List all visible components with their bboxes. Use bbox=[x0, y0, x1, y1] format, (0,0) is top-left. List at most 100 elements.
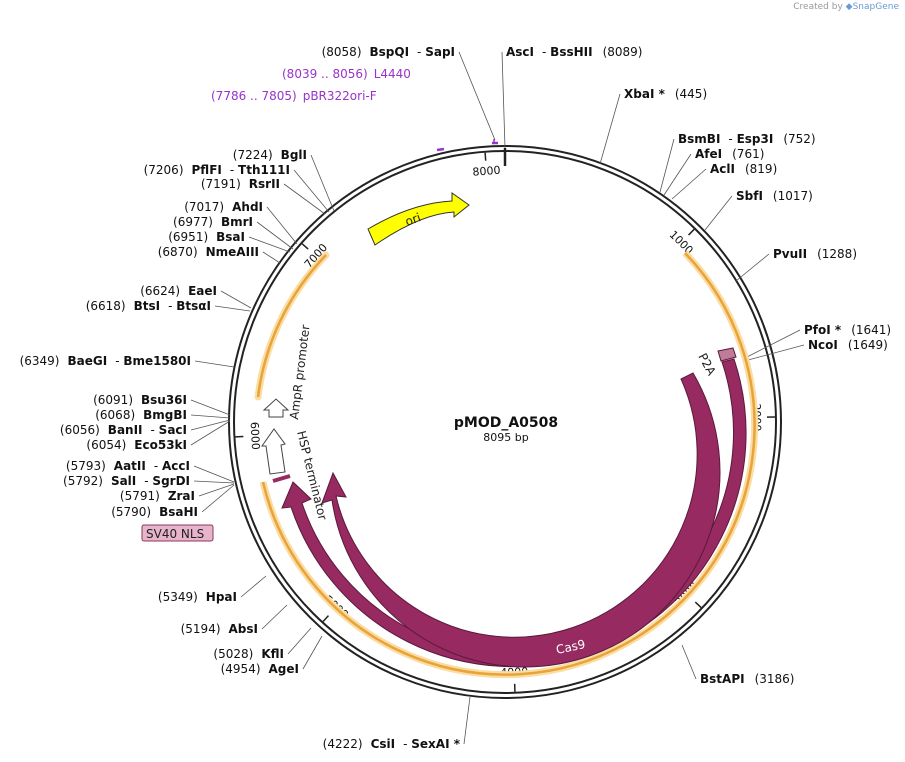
site-leader bbox=[214, 305, 251, 312]
site-leader bbox=[458, 51, 496, 141]
site-leader bbox=[190, 399, 231, 416]
restriction-site: (8058)BspQI- SapI bbox=[322, 45, 455, 59]
site-leader bbox=[193, 465, 235, 483]
p2a-label: P2A bbox=[695, 351, 719, 379]
restriction-site: XbaI *(445) bbox=[624, 87, 707, 101]
cas9-inner-arrow bbox=[321, 372, 721, 668]
site-leader bbox=[262, 251, 281, 264]
site-leader bbox=[747, 344, 805, 361]
restriction-site: PfoI *(1641) bbox=[804, 323, 891, 337]
cas9-outer-label: Cas9 bbox=[555, 637, 587, 657]
restriction-site: (6068)BmgBI bbox=[95, 408, 187, 422]
site-leader bbox=[190, 419, 231, 431]
ori-label: ori bbox=[403, 210, 422, 228]
restriction-site: (5793)AatII- AccI bbox=[66, 459, 190, 473]
pbr322ori-f-label: (7786 .. 7805)pBR322ori-F bbox=[211, 89, 377, 103]
snapgene-watermark: Created by ◆SnapGene bbox=[793, 2, 899, 12]
tick-mark bbox=[301, 243, 309, 250]
restriction-site: (7206)PflFI- Tth111I bbox=[144, 163, 290, 177]
site-leader bbox=[671, 168, 707, 200]
site-leader bbox=[240, 575, 267, 598]
site-leader bbox=[201, 484, 235, 513]
restriction-site: PvuII(1288) bbox=[773, 247, 857, 261]
restriction-site: (5791)ZraI bbox=[120, 489, 195, 503]
restriction-site: (5194)AbsI bbox=[181, 622, 258, 636]
site-leader bbox=[310, 154, 335, 212]
ampr-promoter-label: AmpR promoter bbox=[287, 324, 313, 420]
site-leader bbox=[193, 480, 235, 484]
restriction-site: (6056)BanII- SacI bbox=[60, 423, 187, 437]
site-leader bbox=[659, 138, 675, 193]
site-leader bbox=[190, 414, 231, 419]
site-leader bbox=[501, 51, 506, 149]
hsp-terminator-arrow bbox=[261, 428, 286, 475]
site-leader bbox=[302, 635, 323, 670]
restriction-site: AclI(819) bbox=[710, 162, 777, 176]
restriction-site: (7224)BglI bbox=[233, 148, 307, 162]
site-leader bbox=[663, 153, 692, 196]
watermark-brand: SnapGene bbox=[852, 2, 899, 12]
ampr-gene-arc bbox=[256, 254, 327, 398]
site-leader bbox=[735, 253, 770, 282]
restriction-site-labels: AscI- BssHII(8089) XbaI *(445) BsmBI- Esp3… bbox=[20, 45, 892, 751]
site-leader bbox=[681, 644, 697, 680]
site-leader bbox=[599, 93, 621, 165]
tick-label: 8000 bbox=[472, 164, 501, 179]
site-leader bbox=[746, 329, 801, 358]
restriction-site: SbfI(1017) bbox=[736, 189, 813, 203]
tick-mark bbox=[484, 152, 487, 161]
restriction-site: (6349)BaeGI- Bme1580I bbox=[20, 354, 191, 368]
cas9-inner-label: Cas9 bbox=[544, 594, 576, 614]
restriction-site: BsmBI- Esp3I(752) bbox=[678, 132, 816, 146]
sv40-nls-mark bbox=[272, 474, 291, 483]
tick-mark bbox=[694, 601, 702, 609]
site-leader bbox=[248, 236, 291, 253]
restriction-site: NcoI(1649) bbox=[808, 338, 888, 352]
site-leader bbox=[194, 360, 235, 368]
watermark-prefix: Created by bbox=[793, 2, 843, 12]
restriction-site: (5028)KflI bbox=[213, 647, 284, 661]
plasmid-name: pMOD_A0508 bbox=[454, 415, 558, 431]
site-leader bbox=[261, 604, 288, 630]
ori-feature-arrow bbox=[367, 192, 470, 246]
restriction-site: (5792)SalI- SgrDI bbox=[63, 474, 190, 488]
restriction-site: (6091)Bsu36I bbox=[93, 393, 187, 407]
restriction-site: (6977)BmrI bbox=[173, 215, 253, 229]
restriction-site: (4222)CsiI- SexAI * bbox=[323, 737, 461, 751]
site-leader bbox=[256, 221, 294, 250]
site-leader bbox=[293, 169, 330, 213]
orange-gene-arc-glow bbox=[259, 250, 758, 679]
sv40-nls-label: SV40 NLS bbox=[146, 527, 204, 541]
site-leader bbox=[266, 206, 298, 245]
site-leader bbox=[463, 696, 471, 745]
restriction-site: (6951)BsaI bbox=[168, 230, 245, 244]
restriction-site: (6870)NmeAIII bbox=[158, 245, 259, 259]
tick-mark bbox=[688, 228, 695, 236]
pbr322ori-f-mark bbox=[436, 147, 445, 152]
site-leader bbox=[287, 627, 312, 655]
ampr-promoter-arrow bbox=[262, 398, 290, 418]
restriction-site: (4954)AgeI bbox=[221, 662, 299, 676]
restriction-site: (7017)AhdI bbox=[184, 200, 263, 214]
l4440-label: (8039 .. 8056)L4440 bbox=[282, 67, 411, 81]
site-leader bbox=[198, 483, 235, 497]
orange-gene-arc bbox=[261, 252, 756, 676]
restriction-site: AscI- BssHII(8089) bbox=[506, 45, 642, 59]
restriction-site: (5349)HpaI bbox=[158, 590, 237, 604]
sv40-nls-box bbox=[141, 524, 214, 542]
tick-label: 6000 bbox=[248, 422, 263, 451]
restriction-site: (5790)BsaHI bbox=[111, 505, 198, 519]
restriction-site: (6618)BtsI- BtsαI bbox=[86, 299, 211, 313]
restriction-site: (6054)Eco53kI bbox=[86, 438, 187, 452]
site-leader bbox=[283, 183, 326, 215]
restriction-site: AfeI(761) bbox=[695, 147, 764, 161]
p2a-feature bbox=[717, 347, 737, 362]
restriction-site: (6624)EaeI bbox=[140, 284, 217, 298]
site-leader bbox=[704, 195, 733, 231]
site-leader-lines bbox=[190, 51, 805, 745]
tick-mark bbox=[322, 615, 330, 623]
restriction-site: BstAPI(3186) bbox=[700, 672, 794, 686]
restriction-site: (7191)RsrII bbox=[201, 177, 280, 191]
plasmid-length: 8095 bp bbox=[483, 431, 528, 444]
